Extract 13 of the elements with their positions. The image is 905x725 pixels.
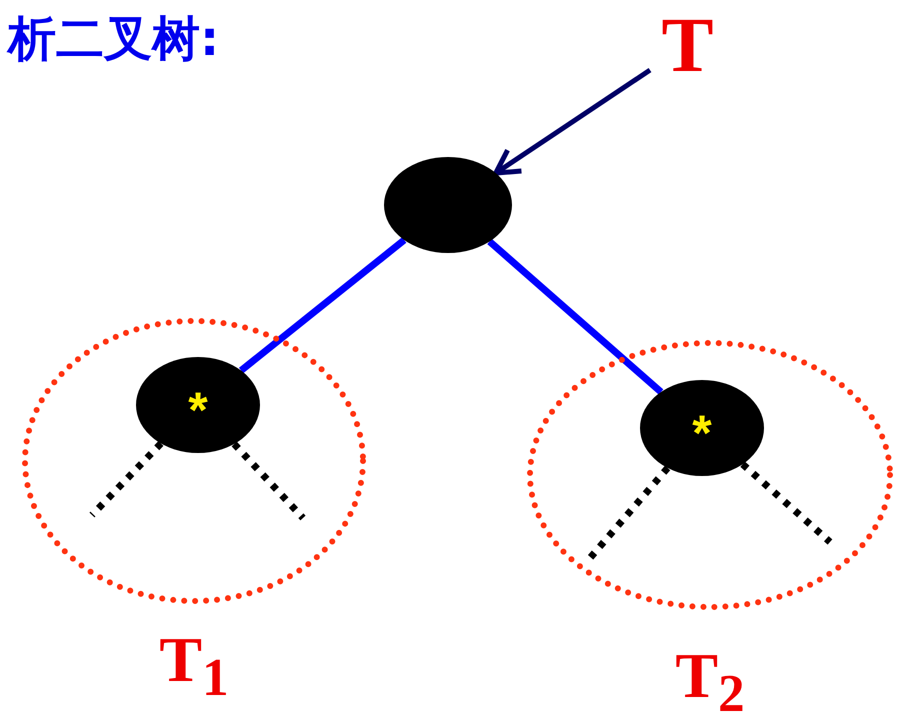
dotted-branch bbox=[587, 466, 670, 560]
tree-edge bbox=[487, 238, 664, 395]
node-mark: * bbox=[188, 385, 208, 435]
subtree-label: T$_{1}$ bbox=[158, 628, 230, 704]
subtree-label: T$_{2}$ bbox=[674, 644, 746, 720]
tree-label: T bbox=[660, 5, 715, 85]
title: 析二叉树: bbox=[6, 10, 220, 69]
dotted-branch bbox=[232, 442, 306, 520]
dotted-branch bbox=[89, 441, 164, 518]
tree-edge bbox=[493, 68, 652, 176]
tree-edge bbox=[238, 237, 406, 374]
dotted-branch bbox=[740, 462, 832, 545]
node-mark: * bbox=[692, 408, 712, 458]
